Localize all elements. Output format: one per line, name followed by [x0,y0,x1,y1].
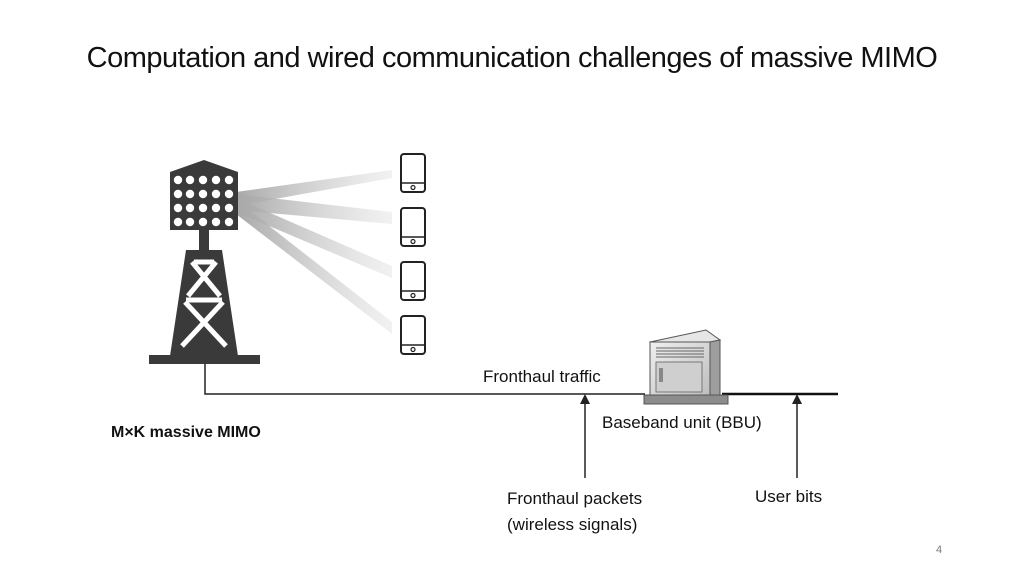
fronthaul-traffic-label: Fronthaul traffic [483,367,601,386]
mimo-label: M×K massive MIMO [111,424,261,441]
beam-3 [236,198,392,278]
fronthaul-packets-line1: Fronthaul packets [507,489,643,508]
arrow-up-icon [792,394,802,478]
bbu-label: Baseband unit (BBU) [602,413,762,432]
beam-4 [236,200,392,334]
beam-1 [236,170,392,206]
smartphone-icon [400,207,426,247]
fronthaul-line [204,364,645,395]
user-bits-label: User bits [755,487,823,506]
page-number: 4 [936,544,943,556]
smartphone-icon [400,153,426,193]
fronthaul-packets-line2: (wireless signals) [507,515,638,534]
arrow-up-icon [580,394,590,478]
cell-tower-icon [149,160,260,364]
radio-beams [236,170,392,334]
beam-2 [236,194,392,224]
fronthaul-packets-label: Fronthaul packets (wireless signals) [507,486,642,538]
server-icon [643,329,729,405]
smartphone-icon [400,315,426,355]
smartphone-icon [400,261,426,301]
slide-title: Computation and wired communication chal… [86,42,938,74]
